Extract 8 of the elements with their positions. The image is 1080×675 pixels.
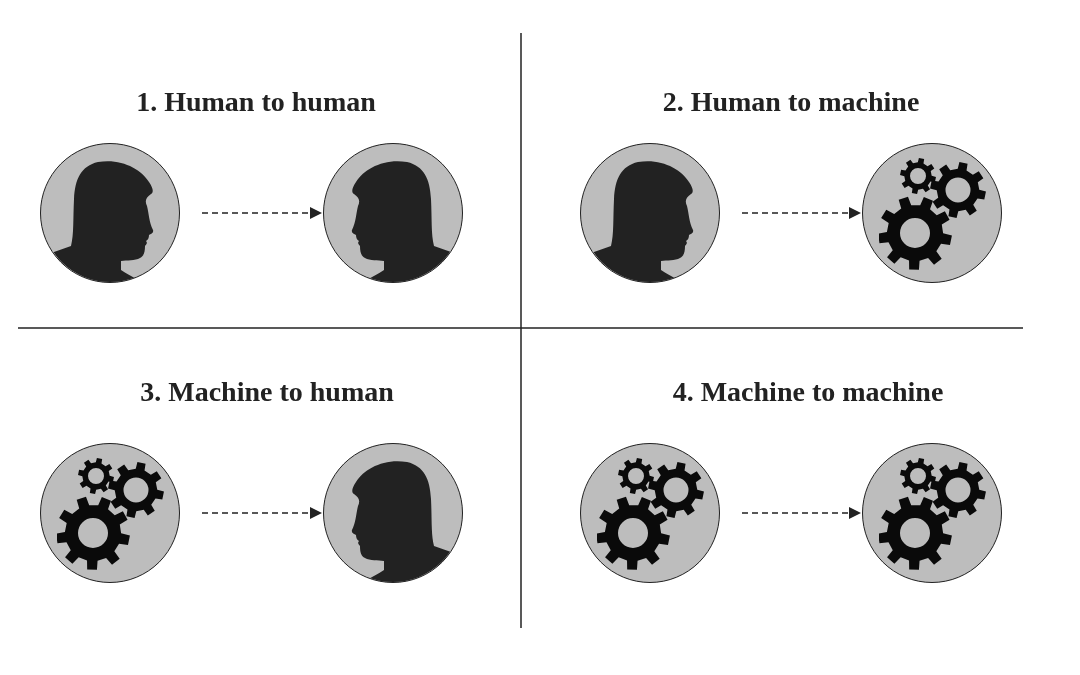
- quadrant-heading: 2. Human to machine: [662, 85, 920, 119]
- quadrant-heading: 4. Machine to machine: [672, 375, 944, 409]
- dashed-arrow: [201, 507, 322, 519]
- quadrant-heading: 3. Machine to human: [140, 375, 394, 409]
- dashed-arrow: [741, 207, 861, 219]
- quadrant-heading: 1. Human to human: [136, 85, 376, 119]
- dashed-arrow: [741, 507, 861, 519]
- dashed-arrow: [201, 207, 322, 219]
